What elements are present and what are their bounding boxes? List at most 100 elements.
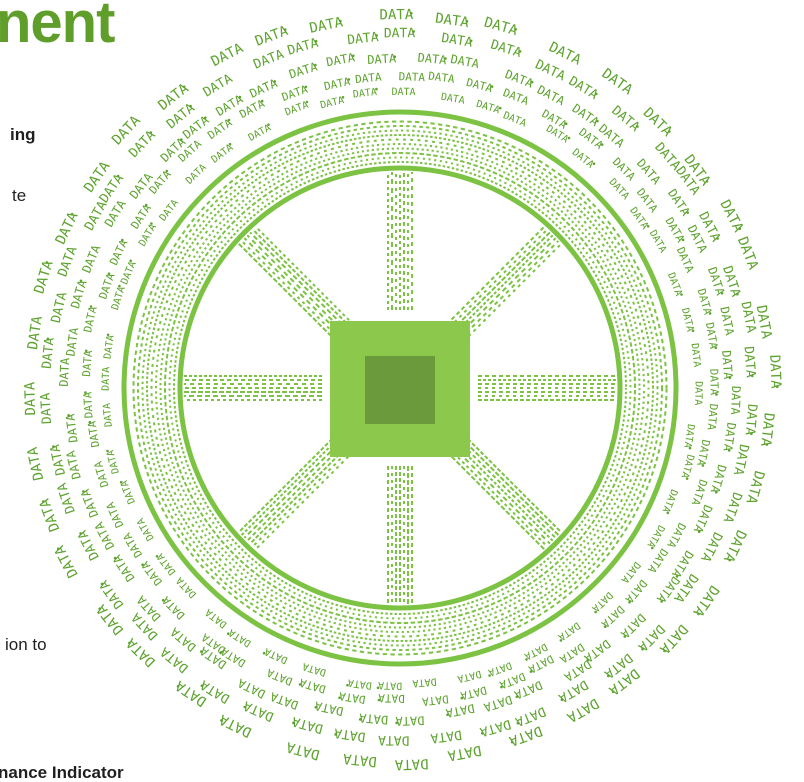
data-word: DATA [263, 645, 289, 665]
scatter-dot [498, 106, 502, 110]
scatter-dot [603, 625, 607, 629]
data-word: DATA [719, 350, 735, 381]
scatter-dot [596, 119, 599, 123]
data-word: DATA [513, 703, 548, 729]
data-word: DATA [378, 732, 410, 748]
scatter-dot [530, 80, 534, 84]
data-word: DATA [645, 523, 667, 549]
scatter-dot [67, 414, 70, 417]
spoke-line [454, 234, 554, 334]
scatter-dot [595, 92, 598, 96]
section-heading-fragment: ing [10, 125, 36, 144]
data-word: DATA [566, 74, 601, 103]
scatter-dot [106, 333, 110, 337]
data-word: DATA [434, 11, 470, 32]
data-word: DATA [80, 349, 95, 377]
data-word: DATA [48, 443, 69, 477]
scatter-dot [567, 136, 571, 140]
spokes [184, 172, 616, 604]
data-word: DATA [251, 47, 286, 73]
data-word: DATA [444, 701, 476, 720]
scatter-dot [119, 480, 123, 484]
data-word: DATA [333, 725, 366, 744]
spoke-line [252, 448, 352, 548]
scatter-dot [444, 57, 447, 60]
data-word: DATA [730, 443, 751, 477]
data-word: DATA [475, 99, 501, 117]
scatter-dot [728, 558, 731, 562]
dotted-band [132, 120, 668, 656]
scatter-dot [144, 203, 148, 207]
scatter-dot [376, 686, 380, 690]
data-word: DATA [707, 463, 729, 495]
data-word: DATA [465, 76, 494, 95]
data-word: DATA [697, 529, 725, 564]
data-word: DATA [394, 713, 424, 728]
scatter-dot [267, 123, 270, 126]
scatter-dot [176, 685, 180, 688]
spoke-line [255, 226, 355, 326]
scatter-dot [510, 740, 514, 744]
scatter-dot [84, 349, 88, 353]
data-word: DATA [352, 87, 377, 101]
data-word: DATA [570, 147, 596, 171]
body-text-fragment: te [12, 186, 27, 205]
scatter-dot [128, 641, 131, 645]
scatter-dot [89, 305, 93, 308]
data-word: DATA [287, 59, 319, 81]
scatter-dot [395, 721, 398, 725]
scatter-dot [680, 293, 683, 296]
data-word: DATA [325, 50, 357, 69]
data-word: DATA [742, 403, 760, 436]
data-word: DATA [556, 619, 582, 642]
scatter-dot [765, 443, 769, 446]
scatter-dot [564, 122, 568, 125]
scatter-dot [488, 674, 491, 677]
scatter-dot [412, 30, 416, 33]
scatter-dot [346, 683, 349, 687]
scatter-dot [338, 696, 341, 700]
scatter-dot [200, 684, 204, 687]
data-word: DATA [482, 15, 519, 40]
scatter-dot [98, 607, 101, 610]
band-dotted-circle [146, 134, 654, 642]
data-word: DATA [728, 386, 743, 416]
scatter-dot [116, 174, 120, 178]
scatter-dot [243, 705, 247, 709]
scatter-dot [46, 337, 50, 341]
data-word: DATA [284, 738, 321, 762]
scatter-dot [155, 555, 159, 558]
scatter-dot [352, 54, 355, 58]
scatter-dot [586, 659, 589, 662]
data-word: DATA [227, 626, 253, 648]
band-dotted-circle [164, 152, 636, 624]
data-word: DATA [478, 716, 512, 739]
scatter-dot [720, 292, 724, 295]
scatter-dot [339, 19, 342, 23]
scatter-dot [141, 563, 144, 566]
scatter-dot [728, 376, 732, 380]
data-word: DATA [355, 70, 383, 86]
spoke-line [238, 433, 338, 533]
scatter-dot [410, 12, 413, 15]
data-word: DATA [38, 392, 55, 424]
scatter-dot [262, 651, 266, 655]
data-word: DATA [757, 412, 777, 448]
scatter-dot [375, 87, 378, 91]
data-word: DATA [105, 449, 122, 475]
data-word: DATA [78, 487, 101, 520]
data-word: DATA [378, 691, 405, 705]
data-word: DATA [347, 30, 380, 48]
data-word: DATA [22, 381, 39, 416]
scatter-dot [691, 329, 695, 333]
scatter-dot [480, 732, 484, 735]
data-word: DATA [379, 7, 413, 23]
spoke-line [460, 436, 560, 536]
data-word: DATA [695, 287, 715, 316]
scatter-dot [100, 582, 104, 586]
scatter-dot [560, 698, 564, 701]
scatter-dot [180, 138, 183, 141]
scatter-dot [88, 420, 92, 424]
data-word: DATA [25, 314, 46, 350]
band-dotted-circle [132, 120, 668, 656]
